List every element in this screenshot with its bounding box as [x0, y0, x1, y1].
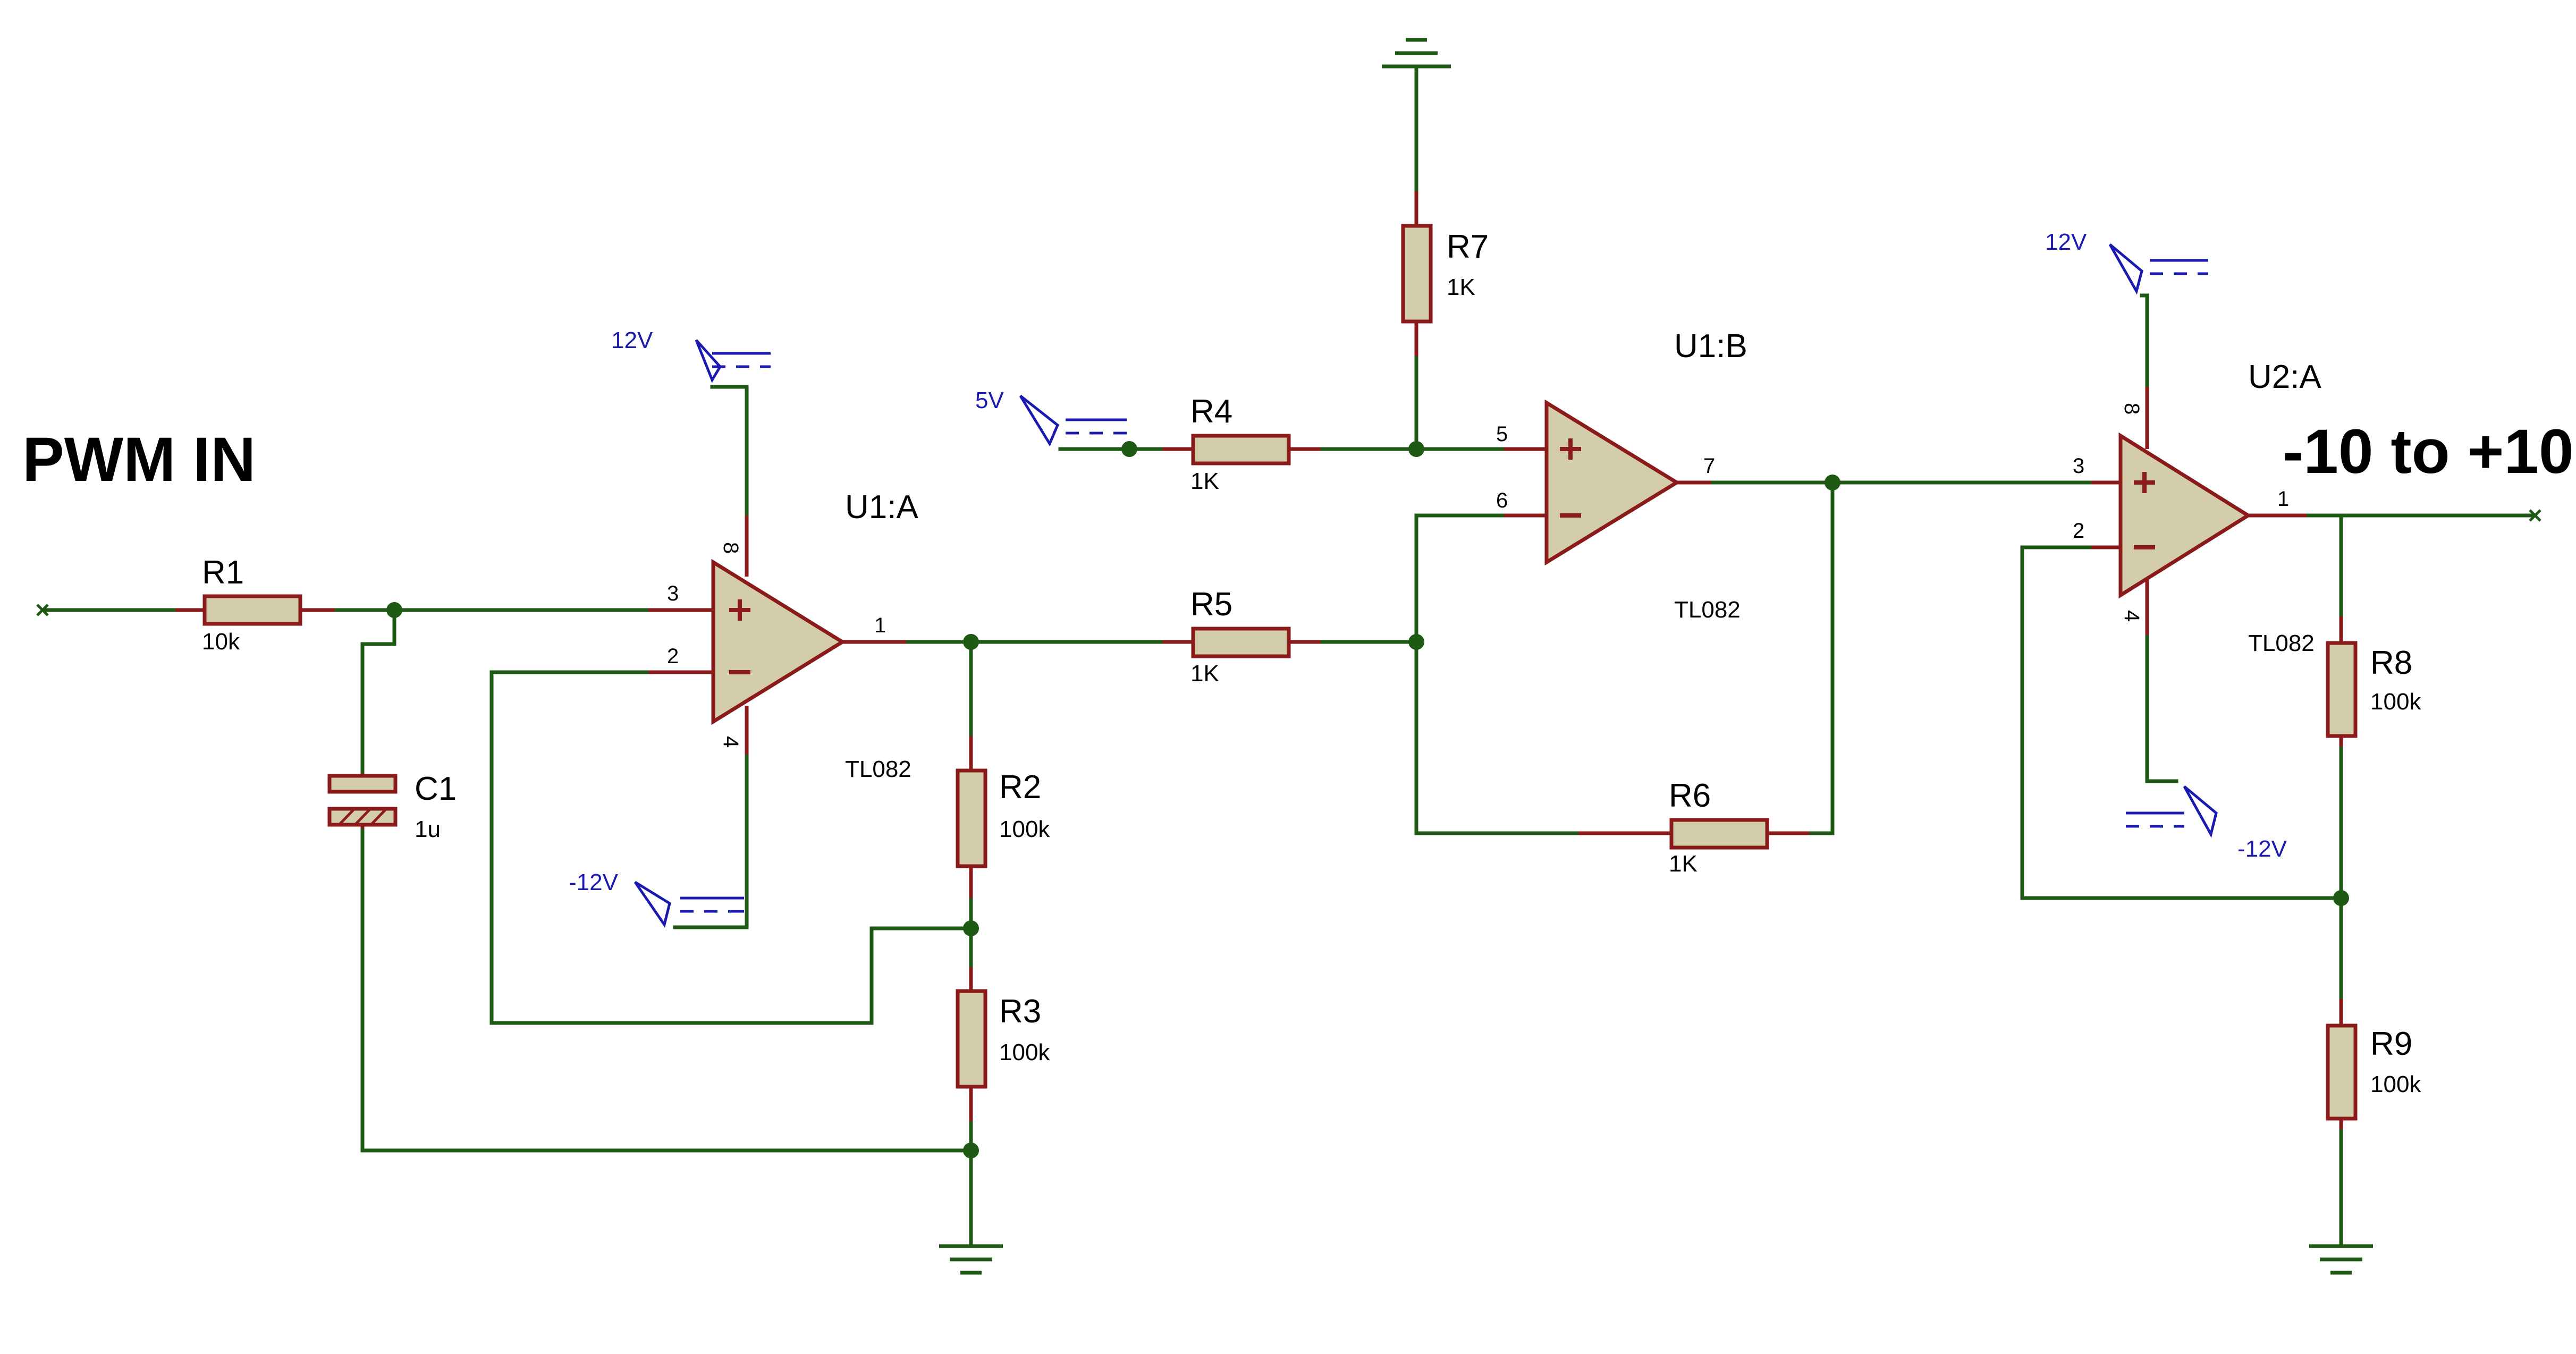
- c1-value: 1u: [415, 816, 441, 842]
- junction-dot: [1408, 634, 1424, 650]
- u2a-part: TL082: [2248, 630, 2315, 656]
- capacitor-c1: [327, 773, 398, 829]
- r9-value: 100k: [2370, 1071, 2421, 1097]
- r8-value: 100k: [2370, 689, 2421, 715]
- r2-value: 100k: [999, 816, 1050, 842]
- rail-label-u1a-neg: -12V: [569, 869, 619, 895]
- opamp-u1b: [1504, 399, 1711, 566]
- u2a-pin-plus: 3: [2073, 454, 2084, 478]
- r1-value: 10k: [202, 629, 240, 655]
- u1b-pin-out: 7: [1703, 454, 1715, 478]
- r8-ref: R8: [2370, 645, 2412, 681]
- r1-ref: R1: [202, 554, 244, 591]
- r2-ref: R2: [999, 769, 1041, 806]
- c1-ref: C1: [415, 771, 457, 807]
- u2a-pin-vee: 4: [2120, 610, 2143, 622]
- r6-value: 1K: [1669, 851, 1697, 877]
- u1a-pin-out: 1: [874, 614, 886, 637]
- resistor-r6: [1578, 818, 1810, 850]
- r4-ref: R4: [1190, 393, 1232, 430]
- resistor-r5: [1162, 627, 1321, 658]
- rail-symbol-u2a-neg: [2126, 785, 2218, 838]
- rail-label-u2a-pos: 12V: [2045, 229, 2087, 255]
- r9-ref: R9: [2370, 1026, 2412, 1062]
- rail-label-u1a-pos: 12V: [611, 327, 653, 353]
- rail-symbol-u1a-pos: [695, 339, 771, 389]
- output-terminal: [2529, 509, 2541, 522]
- ground-symbol-r7: [1382, 38, 1451, 74]
- r3-ref: R3: [999, 993, 1041, 1030]
- wires: [40, 72, 2537, 1243]
- r5-value: 1K: [1190, 661, 1219, 687]
- input-terminal: [36, 604, 49, 616]
- junction-dot: [1408, 441, 1424, 457]
- u2a-pin-minus: 2: [2073, 519, 2084, 543]
- resistor-r1: [175, 594, 335, 626]
- resistor-r2: [956, 736, 987, 898]
- r5-ref: R5: [1190, 586, 1232, 623]
- u1a-pin-plus: 3: [667, 582, 679, 605]
- junction-dot: [1121, 441, 1137, 457]
- u1b-part: TL082: [1674, 597, 1741, 623]
- junction-dot: [963, 634, 979, 650]
- resistor-r8: [2326, 616, 2358, 747]
- r3-value: 100k: [999, 1039, 1050, 1065]
- junction-dot: [963, 920, 979, 936]
- u1a-pin-minus: 2: [667, 645, 679, 668]
- junction-dot: [1825, 475, 1840, 490]
- opamp-u1a: [648, 515, 906, 755]
- r4-value: 1K: [1190, 468, 1219, 494]
- junctions: [386, 441, 2349, 1158]
- output-label: -10 to +10: [2283, 417, 2574, 487]
- u1a-part: TL082: [845, 756, 911, 782]
- input-label: PWM IN: [22, 425, 256, 495]
- r6-ref: R6: [1669, 777, 1711, 814]
- u1a-pin-vee: 4: [719, 736, 742, 748]
- resistor-r4: [1162, 434, 1321, 466]
- ground-symbol-u1: [939, 1233, 1003, 1275]
- resistor-r9: [2326, 999, 2358, 1129]
- opamp-u2a: [2091, 387, 2307, 635]
- u1b-pin-plus: 5: [1496, 422, 1508, 446]
- u1b-ref: U1:B: [1674, 328, 1747, 365]
- resistor-r7: [1401, 191, 1433, 356]
- u2a-pin-out: 1: [2277, 487, 2289, 511]
- u2a-ref: U2:A: [2248, 359, 2321, 395]
- u1a-ref: U1:A: [845, 489, 918, 526]
- rail-label-5v: 5V: [975, 387, 1004, 413]
- junction-dot: [2333, 890, 2349, 906]
- rail-symbol-u2a-pos: [2108, 243, 2208, 298]
- ground-symbol-u2: [2309, 1241, 2373, 1275]
- r7-value: 1K: [1447, 274, 1475, 300]
- rail-symbol-5v: [1019, 395, 1127, 451]
- junction-dot: [963, 1143, 979, 1158]
- resistor-r3: [956, 967, 987, 1121]
- u2a-pin-vcc: 8: [2120, 403, 2143, 414]
- r7-ref: R7: [1447, 229, 1489, 265]
- junction-dot: [386, 602, 402, 618]
- rail-symbol-u1a-neg: [634, 881, 744, 929]
- u1b-pin-minus: 6: [1496, 489, 1508, 512]
- u1a-pin-vcc: 8: [719, 542, 742, 554]
- rail-label-u2a-neg: -12V: [2237, 836, 2287, 862]
